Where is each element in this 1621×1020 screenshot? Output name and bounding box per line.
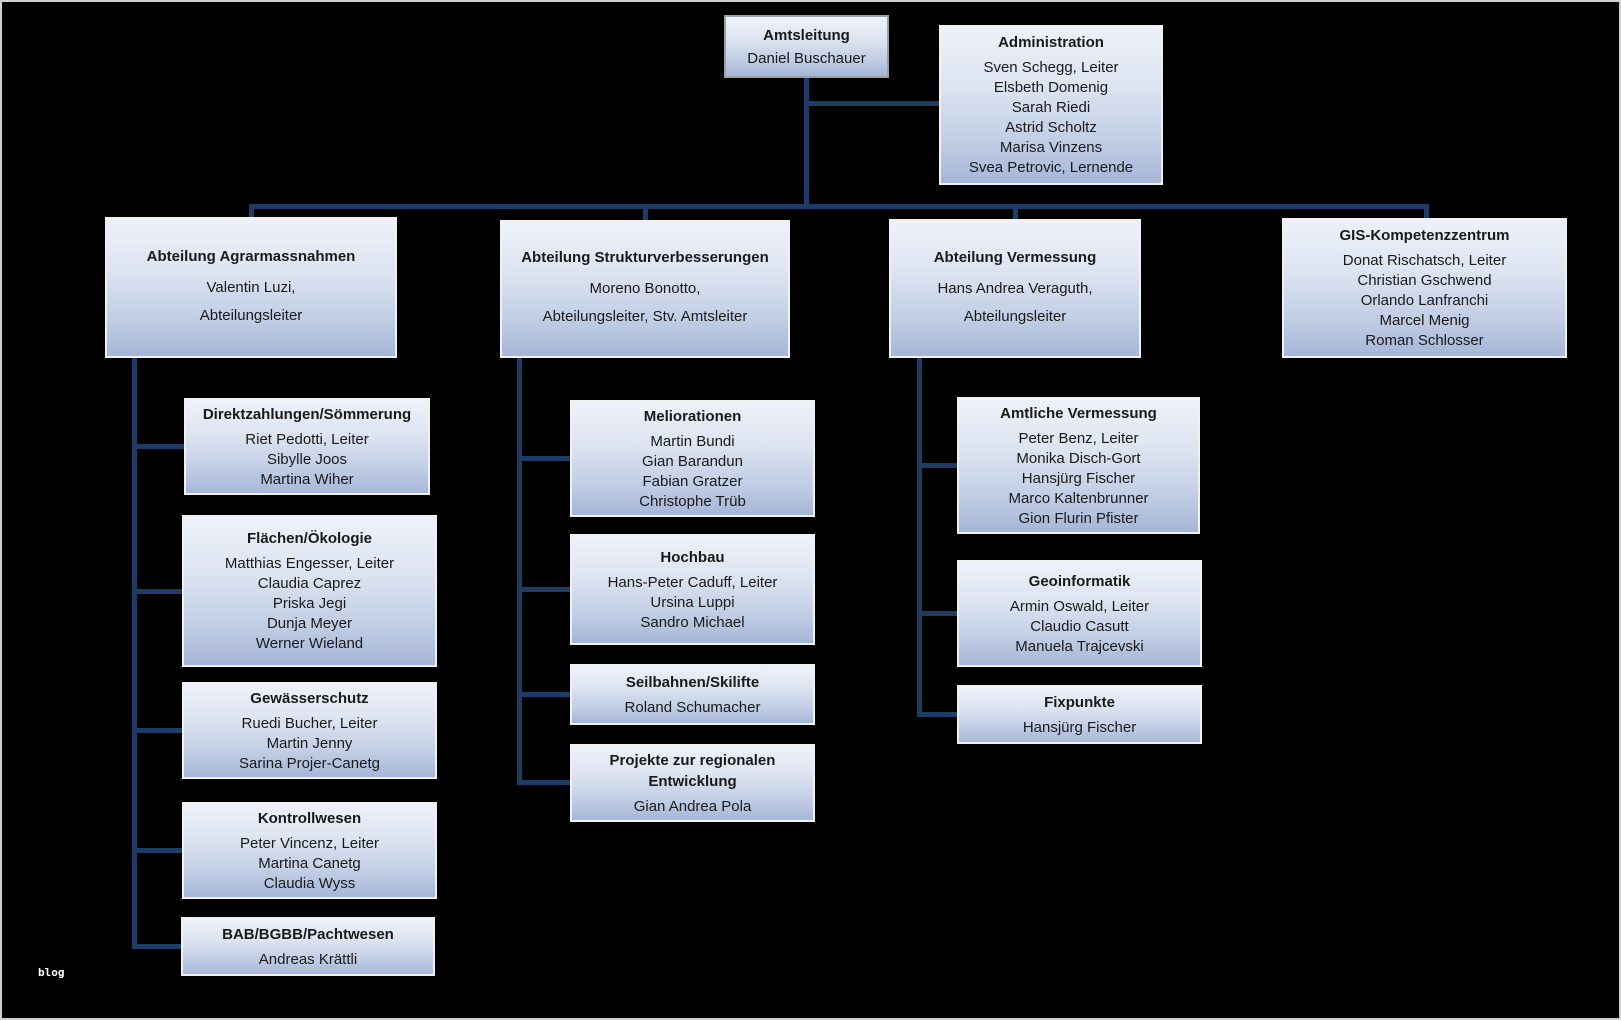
connector-stub-seilbahnen	[517, 692, 570, 697]
org-box-abteilung-strukturverbesserungen: Abteilung Strukturverbesserungen Moreno …	[500, 220, 790, 358]
connector-stub-flaechen	[132, 589, 184, 594]
box-members: Martin Bundi Gian Barandun Fabian Gratze…	[639, 432, 746, 510]
box-members: Hans Andrea Veraguth, Abteilungsleiter	[937, 279, 1093, 325]
box-members: Gian Andrea Pola	[633, 797, 752, 815]
connector-stub-meliorationen	[517, 456, 570, 461]
box-members: Donat Rischatsch, Leiter Christian Gschw…	[1342, 252, 1507, 349]
connector-stub-amtliche-vermessung	[917, 463, 957, 468]
connector-stub-geoinformatik	[917, 611, 957, 616]
box-members: Andreas Krättli	[258, 950, 358, 968]
watermark: blog	[38, 966, 65, 979]
box-title: Fixpunkte	[1044, 693, 1115, 711]
org-box-geoinformatik: Geoinformatik Armin Oswald, Leiter Claud…	[957, 560, 1202, 667]
box-title: Amtliche Vermessung	[1000, 404, 1157, 422]
connector-stub-dept-strukturverbesserungen	[643, 204, 648, 220]
box-members: Ruedi Bucher, Leiter Martin Jenny Sarina…	[239, 714, 380, 772]
box-title: BAB/BGBB/Pachtwesen	[222, 925, 394, 943]
org-box-gis-kompetenzzentrum: GIS-Kompetenzzentrum Donat Rischatsch, L…	[1282, 218, 1567, 358]
box-title: GIS-Kompetenzzentrum	[1339, 227, 1510, 244]
connector-trunk	[249, 204, 1429, 209]
org-box-bab-bgbb-pachtwesen: BAB/BGBB/Pachtwesen Andreas Krättli	[181, 917, 435, 976]
connector-stub-gewaesserschutz	[132, 728, 184, 733]
box-members: Hansjürg Fischer	[1022, 718, 1137, 736]
box-title: Abteilung Vermessung	[933, 248, 1097, 266]
box-title: Direktzahlungen/Sömmerung	[202, 405, 412, 423]
connector-stub-dept-vermessung	[1013, 204, 1018, 219]
connector-stub-direktzahlungen	[132, 444, 184, 449]
connector-stub-dept-agrarmassnahmen	[249, 204, 254, 217]
org-box-kontrollwesen: Kontrollwesen Peter Vincenz, Leiter Mart…	[182, 802, 437, 899]
connector-stub-hochbau	[517, 587, 570, 592]
connector-stub-dept-gis	[1424, 204, 1429, 218]
connector-stub-projekte	[517, 780, 570, 785]
box-title: Abteilung Strukturverbesserungen	[521, 249, 769, 266]
box-members: Hans-Peter Caduff, Leiter Ursina Luppi S…	[607, 573, 778, 631]
org-box-administration: Administration Sven Schegg, Leiter Elsbe…	[939, 25, 1163, 185]
box-members: Peter Vincenz, Leiter Martina Canetg Cla…	[240, 834, 379, 892]
connector-administration	[804, 101, 939, 106]
box-title: Projekte zur regionalen Entwicklung	[609, 751, 776, 790]
box-title: Abteilung Agrarmassnahmen	[146, 247, 356, 265]
org-box-seilbahnen-skilifte: Seilbahnen/Skilifte Roland Schumacher	[570, 664, 815, 725]
box-members: Moreno Bonotto, Abteilungsleiter, Stv. A…	[542, 280, 748, 325]
org-box-gewaesserschutz: Gewässerschutz Ruedi Bucher, Leiter Mart…	[182, 682, 437, 779]
box-title: Hochbau	[660, 548, 725, 566]
box-members: Matthias Engesser, Leiter Claudia Caprez…	[224, 555, 395, 652]
org-box-hochbau: Hochbau Hans-Peter Caduff, Leiter Ursina…	[570, 534, 815, 645]
connector-stub-bab	[132, 944, 184, 949]
box-title: Geoinformatik	[1028, 572, 1131, 590]
box-members: Armin Oswald, Leiter Claudio Casutt Manu…	[1009, 597, 1150, 655]
org-box-abteilung-agrarmassnahmen: Abteilung Agrarmassnahmen Valentin Luzi,…	[105, 217, 397, 358]
org-box-abteilung-vermessung: Abteilung Vermessung Hans Andrea Veragut…	[889, 219, 1141, 358]
box-members: Peter Benz, Leiter Monika Disch-Gort Han…	[1008, 429, 1149, 527]
box-title: Amtsleitung	[763, 26, 850, 44]
box-members: Riet Pedotti, Leiter Sibylle Joos Martin…	[245, 430, 369, 488]
box-title: Seilbahnen/Skilifte	[625, 673, 760, 691]
org-box-flaechen-oekologie: Flächen/Ökologie Matthias Engesser, Leit…	[182, 515, 437, 667]
box-members: Sven Schegg, Leiter Elsbeth Domenig Sara…	[968, 59, 1134, 176]
org-box-amtsleitung: Amtsleitung Daniel Buschauer	[724, 15, 889, 78]
org-box-amtliche-vermessung: Amtliche Vermessung Peter Benz, Leiter M…	[957, 397, 1200, 534]
connector-stub-kontrollwesen	[132, 848, 184, 853]
box-title: Gewässerschutz	[250, 689, 369, 707]
box-members: Valentin Luzi, Abteilungsleiter	[199, 278, 303, 324]
box-title: Meliorationen	[643, 407, 742, 425]
box-title: Administration	[998, 34, 1104, 51]
org-box-meliorationen: Meliorationen Martin Bundi Gian Barandun…	[570, 400, 815, 517]
connector-right-vertical	[917, 358, 922, 717]
connector-mid-vertical	[517, 358, 522, 785]
org-box-fixpunkte: Fixpunkte Hansjürg Fischer	[957, 685, 1202, 744]
connector-root-vertical	[804, 78, 809, 209]
org-box-projekte-regionale-entwicklung: Projekte zur regionalen Entwicklung Gian…	[570, 744, 815, 822]
box-title: Kontrollwesen	[257, 809, 362, 827]
connector-stub-fixpunkte	[917, 712, 957, 717]
org-box-direktzahlungen-soemmerung: Direktzahlungen/Sömmerung Riet Pedotti, …	[184, 398, 430, 495]
box-members: Daniel Buschauer	[747, 49, 866, 67]
box-members: Roland Schumacher	[624, 698, 761, 716]
box-title: Flächen/Ökologie	[246, 530, 373, 547]
connector-left-vertical	[132, 358, 137, 949]
